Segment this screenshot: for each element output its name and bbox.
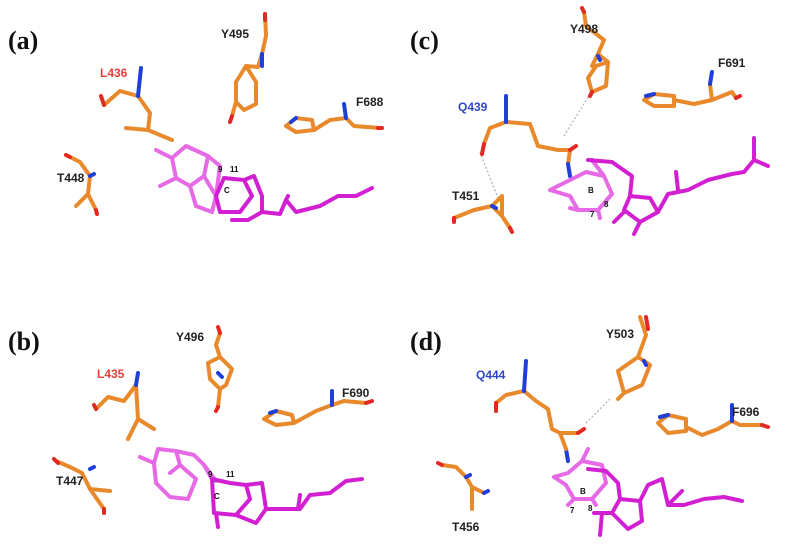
hbond-q444-y503	[585, 398, 611, 424]
residue-label-t456: T456	[452, 520, 480, 534]
residue-l435	[92, 371, 156, 441]
panel-b-label: (b)	[8, 327, 40, 356]
panel-a-structure	[64, 12, 384, 222]
residue-label-t448: T448	[57, 171, 85, 185]
panel-b-structure	[52, 325, 374, 529]
residue-y495	[228, 12, 268, 124]
residue-t451	[452, 194, 514, 234]
ring-label-b: C	[214, 492, 220, 501]
residue-label-y498: Y498	[570, 22, 599, 36]
residue-label-f690: F690	[342, 386, 370, 400]
residue-label-y503: Y503	[606, 327, 635, 341]
atom-label-d-1: 7	[570, 506, 575, 515]
panel-a: (a) L436 Y495 F688 T448 C 9 11	[0, 0, 392, 273]
ligand-steroid	[138, 447, 364, 529]
atom-label-c-1: 7	[590, 210, 595, 219]
residue-y498	[580, 6, 610, 98]
hbond-q439-t451	[479, 151, 499, 199]
panel-b: (b) L435 Y496 F690 T447 C 9 11	[0, 273, 392, 546]
ligand-steroid	[548, 136, 770, 236]
residue-t448	[64, 153, 99, 216]
residue-q439	[480, 94, 578, 178]
panel-c-label: (c)	[410, 26, 439, 55]
residue-y496	[206, 325, 234, 413]
residue-f691	[642, 70, 742, 108]
residue-t447	[52, 457, 112, 515]
residue-f696	[656, 403, 770, 437]
panel-c-structure	[452, 6, 770, 236]
residue-label-f696: F696	[732, 405, 760, 419]
residue-label-t451: T451	[452, 189, 480, 203]
residue-t456	[436, 461, 490, 511]
residue-y503	[616, 315, 652, 401]
residue-label-f691: F691	[718, 56, 746, 70]
ligand-steroid	[552, 447, 744, 537]
residue-f688	[284, 102, 384, 134]
panel-c: (c) Q439 Y498 F691 T451 B 7 8	[392, 0, 784, 273]
atom-label-c-2: 8	[604, 200, 609, 209]
panel-d-label: (d)	[410, 327, 442, 356]
residue-l436	[99, 66, 174, 142]
ring-label-a: C	[224, 186, 230, 195]
residue-f690	[262, 389, 374, 427]
residue-label-t447: T447	[56, 474, 84, 488]
residue-label-f688: F688	[356, 95, 384, 109]
residue-q444	[494, 359, 586, 463]
hbond-q439-y498	[563, 93, 591, 137]
panel-a-label: (a)	[8, 26, 39, 55]
residue-label-q444: Q444	[476, 368, 506, 382]
residue-label-l435: L435	[97, 367, 125, 381]
panel-d-structure	[436, 315, 770, 537]
atom-label-b-2: 11	[226, 470, 235, 479]
residue-label-q439: Q439	[458, 100, 488, 114]
residue-label-y495: Y495	[221, 27, 250, 41]
ring-label-c: B	[588, 186, 594, 195]
residue-label-y496: Y496	[176, 330, 205, 344]
atom-label-a-1: 9	[218, 165, 223, 174]
atom-label-a-2: 11	[230, 165, 239, 174]
ring-label-d: B	[580, 487, 586, 496]
ligand-steroid	[154, 144, 374, 222]
atom-label-b-1: 9	[208, 470, 213, 479]
atom-label-d-2: 8	[588, 504, 593, 513]
panel-d: (d) Q444 Y503 F696 T456 B 7 8	[392, 273, 784, 546]
residue-label-l436: L436	[100, 66, 128, 80]
